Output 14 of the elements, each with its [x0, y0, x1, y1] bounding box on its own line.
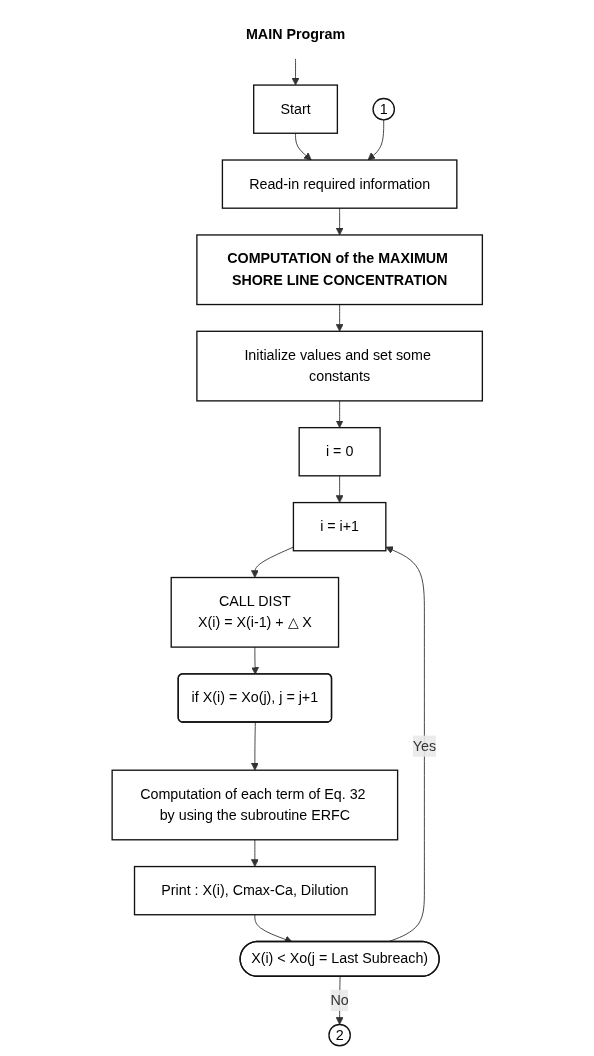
node-box: Initialize values and set some constants — [195, 330, 483, 402]
node-text: MAIN Program — [245, 26, 345, 42]
node-circle: 1 — [372, 97, 395, 121]
node-box: i = i+1 — [292, 501, 387, 552]
node-box: i = 0 — [298, 427, 381, 477]
edge-label: No — [330, 992, 349, 1008]
node-box: Print : X(i), Cmax-Ca, Dilution — [133, 865, 376, 916]
node-box: COMPUTATION of the MAXIMUM SHORE LINE CONCENTRATION — [195, 234, 483, 306]
node-box: Read-in required information — [221, 159, 458, 209]
node-box: CALL DIST X(i) = X(i-1) + △ X — [170, 576, 339, 648]
edge-label: Yes — [412, 738, 436, 754]
node-circle: 2 — [328, 1023, 351, 1047]
node-box: Start — [252, 84, 338, 134]
node-box: Computation of each term of Eq. 32 by using the subroutine ERFC — [111, 769, 399, 841]
